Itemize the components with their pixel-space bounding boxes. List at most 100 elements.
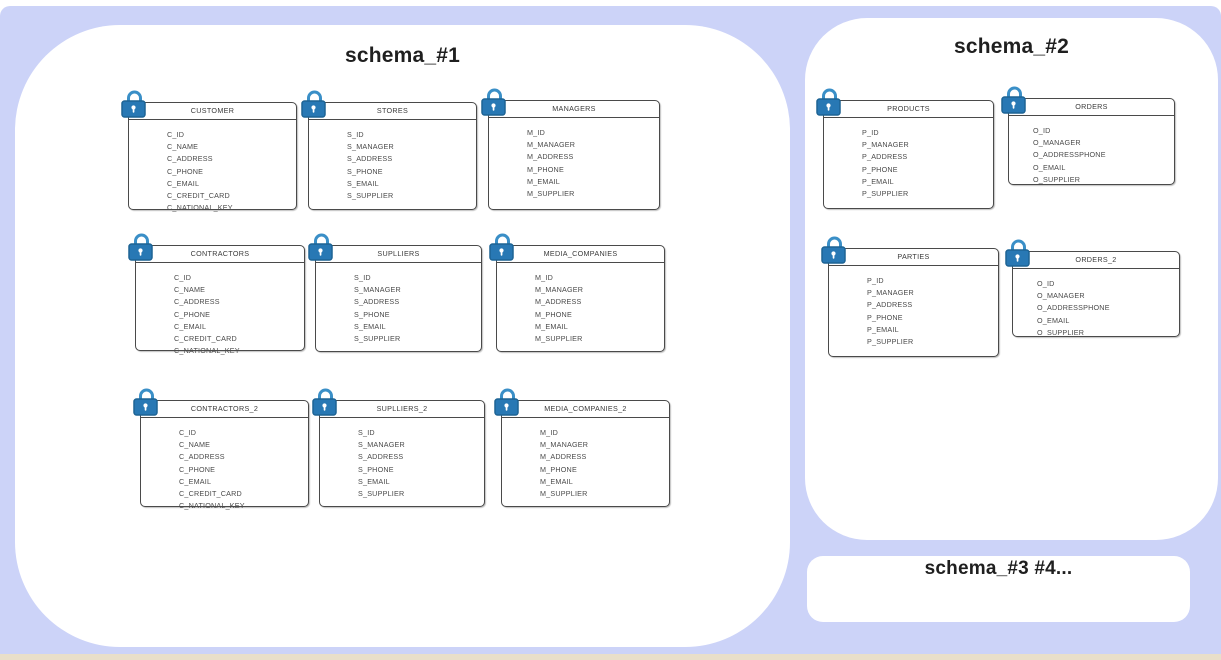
table-name: ORDERS	[1009, 99, 1174, 116]
field: O_MANAGER	[1037, 291, 1085, 301]
table-name: CONTRACTORS_2	[141, 401, 308, 418]
field-list: M_ID M_MANAGER M_ADDRESS M_PHONE M_EMAIL…	[497, 263, 664, 345]
field: C_NATIONAL_KEY	[174, 346, 240, 356]
table-name: MEDIA_COMPANIES	[497, 246, 664, 263]
lock-icon	[1005, 239, 1031, 269]
field: P_MANAGER	[867, 288, 914, 298]
field: O_EMAIL	[1037, 315, 1070, 325]
field: P_EMAIL	[862, 176, 894, 186]
lock-icon	[821, 236, 847, 266]
table-products[interactable]: PRODUCTS P_ID P_MANAGER P_ADDRESS P_PHON…	[816, 88, 994, 209]
table-contractors[interactable]: CONTRACTORS C_ID C_NAME C_ADDRESS C_PHON…	[128, 233, 305, 355]
lock-icon	[816, 88, 842, 118]
field: S_MANAGER	[354, 285, 401, 295]
field: S_PHONE	[354, 309, 390, 319]
field: O_ADDRESSPHONE	[1037, 303, 1110, 313]
field: S_EMAIL	[358, 476, 390, 486]
table-name: MEDIA_COMPANIES_2	[502, 401, 669, 418]
table-name: PRODUCTS	[824, 101, 993, 118]
field: C_ID	[167, 130, 185, 139]
field: P_ADDRESS	[867, 300, 913, 310]
field: S_PHONE	[358, 464, 394, 474]
field: C_NAME	[167, 142, 199, 152]
table-suplliers-2[interactable]: SUPLLIERS_2 S_ID S_MANAGER S_ADDRESS S_P…	[312, 388, 485, 507]
table-name: MANAGERS	[489, 101, 659, 118]
field: S_SUPPLIER	[354, 334, 401, 344]
table-parties[interactable]: PARTIES P_ID P_MANAGER P_ADDRESS P_PHONE…	[821, 236, 999, 357]
field: S_EMAIL	[354, 321, 386, 331]
lock-icon	[494, 388, 520, 418]
table-customer[interactable]: CUSTOMER C_ID C_NAME C_ADDRESS C_PHONE C…	[121, 90, 297, 212]
field: C_NATIONAL_KEY	[179, 501, 245, 511]
field: M_EMAIL	[535, 321, 568, 331]
field-list: S_ID S_MANAGER S_ADDRESS S_PHONE S_EMAIL…	[316, 263, 481, 345]
field: P_MANAGER	[862, 140, 909, 150]
field-list: C_ID C_NAME C_ADDRESS C_PHONE C_EMAIL C_…	[136, 263, 304, 357]
field: C_ID	[174, 273, 192, 282]
field-list: O_ID O_MANAGER O_ADDRESSPHONE O_EMAIL O_…	[1013, 269, 1179, 339]
field: P_PHONE	[862, 164, 898, 174]
field: O_ADDRESSPHONE	[1033, 150, 1106, 160]
field: S_SUPPLIER	[358, 489, 405, 499]
field: P_PHONE	[867, 312, 903, 322]
lock-icon	[1001, 86, 1027, 116]
field: S_ID	[358, 428, 375, 437]
table-name: CUSTOMER	[129, 103, 296, 120]
field: S_SUPPLIER	[347, 191, 394, 201]
field: S_ID	[347, 130, 364, 139]
field: C_ADDRESS	[167, 154, 213, 164]
table-media-companies-2[interactable]: MEDIA_COMPANIES_2 M_ID M_MANAGER M_ADDRE…	[494, 388, 670, 507]
table-name: SUPLLIERS	[316, 246, 481, 263]
field: M_ADDRESS	[540, 452, 587, 462]
field: M_ID	[535, 273, 553, 282]
field: P_SUPPLIER	[862, 189, 909, 199]
table-name: STORES	[309, 103, 476, 120]
field: M_ID	[527, 128, 545, 137]
field: M_MANAGER	[535, 285, 584, 295]
lock-icon	[128, 233, 154, 263]
table-name: ORDERS_2	[1013, 252, 1179, 269]
field: M_MANAGER	[540, 440, 589, 450]
lock-icon	[308, 233, 334, 263]
table-orders-2[interactable]: ORDERS_2 O_ID O_MANAGER O_ADDRESSPHONE O…	[1005, 239, 1180, 339]
field: M_EMAIL	[540, 476, 573, 486]
field: M_ADDRESS	[527, 152, 574, 162]
field: O_SUPPLIER	[1033, 174, 1081, 184]
lock-icon	[133, 388, 159, 418]
field: C_NAME	[174, 285, 206, 295]
field: M_SUPPLIER	[540, 489, 588, 499]
lock-icon	[481, 88, 507, 118]
table-contractors-2[interactable]: CONTRACTORS_2 C_ID C_NAME C_ADDRESS C_PH…	[133, 388, 309, 510]
schema-1-title: schema_#1	[344, 44, 461, 67]
table-orders[interactable]: ORDERS O_ID O_MANAGER O_ADDRESSPHONE O_E…	[1001, 86, 1175, 185]
lock-icon	[489, 233, 515, 263]
field-list: S_ID S_MANAGER S_ADDRESS S_PHONE S_EMAIL…	[320, 418, 484, 500]
field: O_EMAIL	[1033, 162, 1066, 172]
field: M_PHONE	[535, 309, 572, 319]
schema-2-title: schema_#2	[953, 35, 1070, 58]
field: M_PHONE	[527, 164, 564, 174]
field: M_EMAIL	[527, 176, 560, 186]
field: C_ADDRESS	[174, 297, 220, 307]
field: C_CREDIT_CARD	[167, 191, 230, 201]
field: M_PHONE	[540, 464, 577, 474]
field: S_EMAIL	[347, 178, 379, 188]
schema-panel-3	[807, 556, 1190, 622]
field: C_CREDIT_CARD	[179, 489, 242, 499]
table-stores[interactable]: STORES S_ID S_MANAGER S_ADDRESS S_PHONE …	[301, 90, 477, 210]
field: O_ID	[1037, 279, 1055, 288]
field: C_NATIONAL_KEY	[167, 203, 233, 213]
table-managers[interactable]: MANAGERS M_ID M_MANAGER M_ADDRESS M_PHON…	[481, 88, 660, 210]
field-list: C_ID C_NAME C_ADDRESS C_PHONE C_EMAIL C_…	[141, 418, 308, 512]
table-name: SUPLLIERS_2	[320, 401, 484, 418]
table-suplliers[interactable]: SUPLLIERS S_ID S_MANAGER S_ADDRESS S_PHO…	[308, 233, 482, 352]
field: P_SUPPLIER	[867, 337, 914, 347]
field: P_ID	[862, 128, 879, 137]
field: C_PHONE	[179, 464, 216, 474]
field: S_ADDRESS	[358, 452, 404, 462]
table-media-companies[interactable]: MEDIA_COMPANIES M_ID M_MANAGER M_ADDRESS…	[489, 233, 665, 352]
table-name: CONTRACTORS	[136, 246, 304, 263]
lock-icon	[121, 90, 147, 120]
schema-3-title: schema_#3 #4...	[924, 558, 1073, 579]
field: P_ADDRESS	[862, 152, 908, 162]
